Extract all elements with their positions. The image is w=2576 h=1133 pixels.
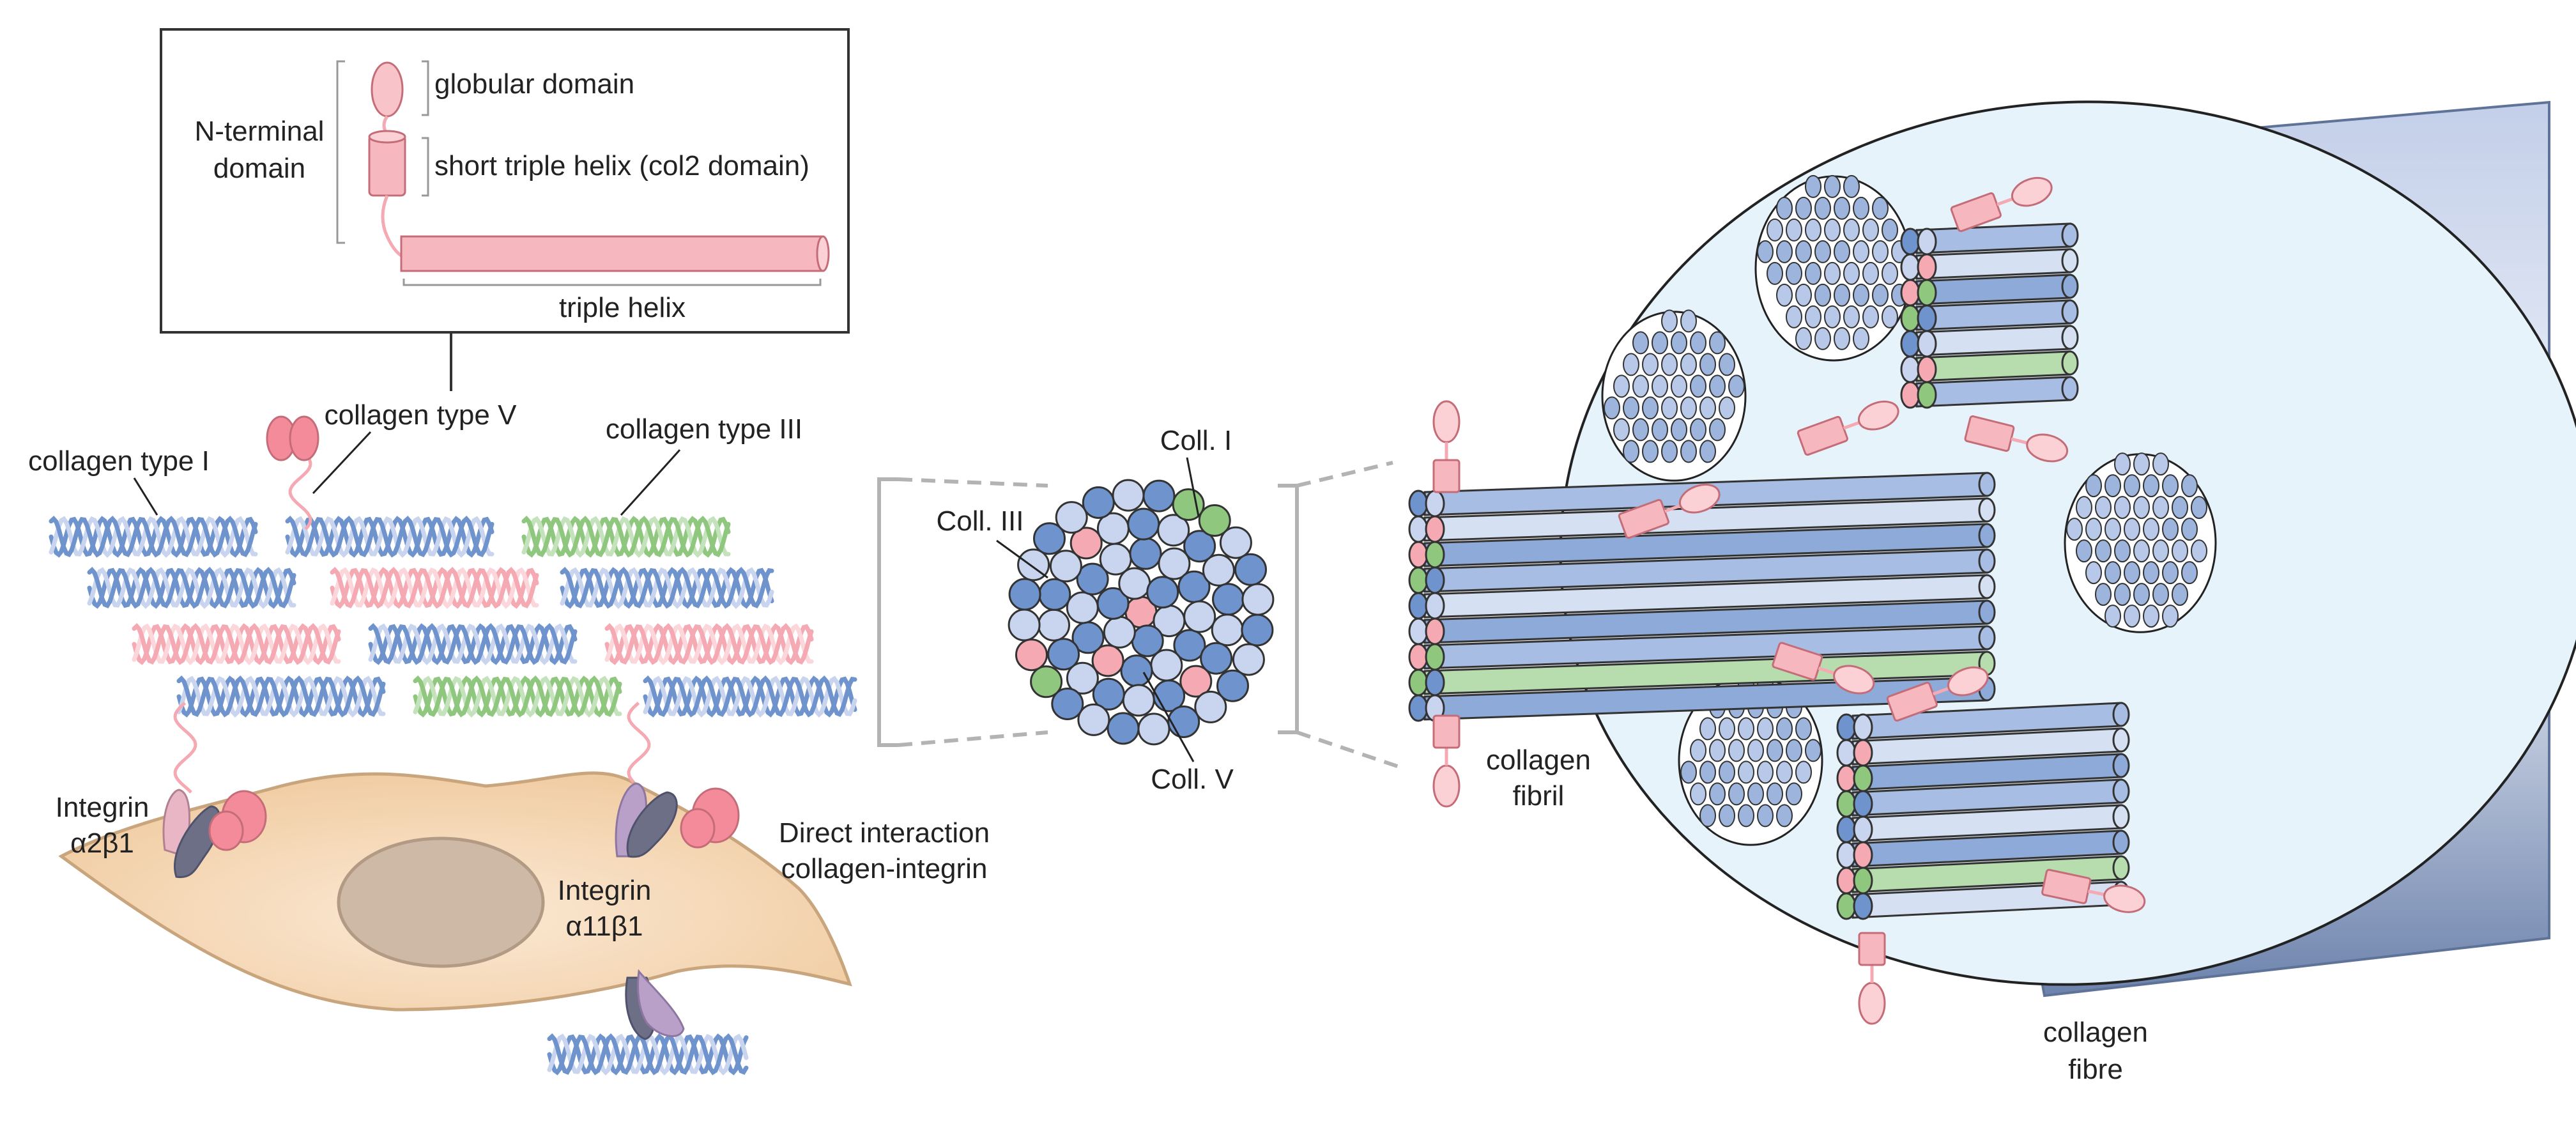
triple-helix-label: triple helix [559,292,686,323]
collagen-v-marker [1618,483,1721,539]
legend-border [160,28,850,334]
short-helix-bracket [422,137,429,197]
fibril-bundle [1754,174,1913,362]
collagen-triple-helix [87,567,296,609]
fibril-bundles [1601,174,2217,846]
n-terminal-label: N-terminal [195,116,325,147]
collagen-fibre-label-2: fibre [2068,1054,2123,1085]
collagen-v-marker [1964,415,2069,463]
triple-helix-bracket [402,279,822,286]
coll-iii-label: Coll. III [937,505,1024,537]
integrin-a11b1 [615,782,740,858]
coll-v-label: Coll. V [1151,764,1234,795]
collagen-triple-helix [547,1033,749,1075]
collagen-v-marker [1797,400,1899,456]
collagen-triple-helix [285,516,494,558]
collagen-fibril-label: collagen [1486,744,1591,776]
collagen-type-v-pointer [312,431,372,495]
collagen-fibril [1900,222,2079,409]
collagen-v-end-marker [1858,932,1886,1025]
cross-section-brackets [877,461,1400,769]
collagen-type-i-label: collagen type I [28,445,210,477]
collagen-type-i-pointer [133,477,158,516]
collagen-triple-helix [521,516,731,558]
globular-domain-label: globular domain [434,68,634,100]
collagen-v-end-marker [1432,714,1460,808]
coll-iii-pointer [996,539,1048,579]
n-terminal-bracket [336,60,345,244]
coll-v-pointer [1142,672,1195,762]
collagen-triple-helix [643,675,857,718]
globular-domain-icon [371,61,404,118]
coll-i-label: Coll. I [1160,425,1232,456]
fibril-cross-section [1008,479,1275,746]
collagen-triple-helix [604,623,814,665]
collagen-helix-network [49,415,857,1075]
collagen-triple-helix [132,623,341,665]
collagen-v-marker [1772,642,1875,695]
helix-linker [381,195,402,258]
collagen-type-iii-pointer [620,449,681,516]
collagen-fibre-label: collagen [2043,1017,2148,1048]
coll-i-pointer [1186,457,1200,517]
collagen-triple-helix [330,567,539,609]
triple-helix-icon [400,235,824,272]
n-terminal-label-2: domain [213,153,305,184]
integrin-a2b1-label-2: α2β1 [70,828,134,859]
collagen-v-marker [1886,666,1989,722]
collagen-triple-helix [176,675,386,718]
collagen-v-marker [1950,176,2053,233]
collagen-triple-helix [49,516,258,558]
integrin-a2b1-label: Integrin [56,792,150,823]
integrin-a2b1 [162,789,267,879]
collagen-fibril-label-2: fibril [1513,780,1565,812]
short-triple-helix-label: short triple helix (col2 domain) [434,150,809,181]
direct-interaction-label: Direct interaction [779,817,990,849]
cell-nucleus [337,836,545,968]
collagen-triple-helix [368,623,578,665]
legend-box: N-terminal domain globular domain short … [160,28,850,391]
integrin-bottom [625,969,685,1040]
globular-bracket [422,60,429,116]
fibril-bundle [1601,309,1747,482]
collagen-triple-helix [560,567,774,609]
collagen-type-iii-label: collagen type III [606,413,802,445]
integrin-a11b1-label-2: α11β1 [566,911,643,942]
integrin-a11b1-label: Integrin [558,875,652,906]
collagen-type-v-label: collagen type V [325,399,518,431]
fibril-bundle [2064,452,2217,633]
extended-fibrils [1408,176,2146,1025]
direct-interaction-label-2: collagen-integrin [781,853,988,884]
collagen-v-marker [2041,868,2146,913]
collagen-triple-helix [413,675,622,718]
collagen-v-end-marker [1432,400,1460,493]
short-triple-helix-icon [368,134,406,197]
